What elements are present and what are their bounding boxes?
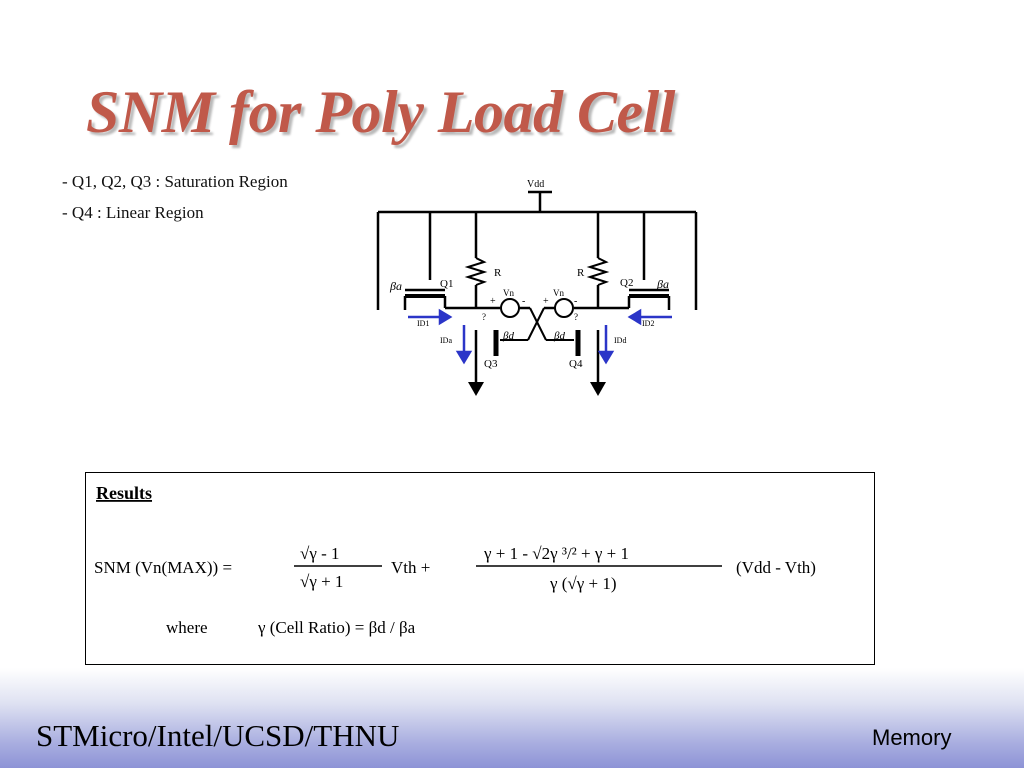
q1-label: Q1 — [440, 278, 453, 290]
ida-right-label: IDd — [614, 336, 626, 345]
minus-left-label: - — [522, 296, 525, 307]
beta-a-left-label: βa — [389, 279, 402, 293]
ida-left-label: IDa — [440, 336, 452, 345]
frac2-denominator: γ (√γ + 1) — [549, 574, 617, 593]
minus-right-label: - — [574, 296, 577, 307]
frac1-numerator: √γ - 1 — [300, 544, 340, 563]
r-left-label: R — [494, 267, 502, 279]
footer-topic: Memory — [872, 725, 952, 750]
plus-left-label: + — [490, 296, 496, 307]
q-left-label: ? — [482, 312, 486, 322]
q2-label: Q2 — [620, 277, 633, 289]
r-right-label: R — [577, 267, 585, 279]
beta-a-right-label: βa — [656, 277, 669, 291]
vn-left-label: Vn — [503, 288, 514, 298]
vdd-vth-term: (Vdd - Vth) — [736, 558, 816, 577]
results-heading: Results — [96, 483, 152, 503]
vth-term: Vth + — [391, 558, 430, 577]
beta-d-right-label: βd — [553, 330, 565, 342]
q4-label: Q4 — [569, 358, 583, 370]
beta-d-left-label: βd — [502, 330, 514, 342]
id2-label: ID2 — [642, 319, 654, 328]
q-right-label: ? — [574, 312, 578, 322]
where-label: where — [166, 618, 208, 637]
id1-label: ID1 — [417, 319, 429, 328]
bullet-saturation: - Q1, Q2, Q3 : Saturation Region — [62, 172, 288, 191]
snm-equation: Results SNM (Vn(MAX)) = √γ - 1 √γ + 1 Vt… — [94, 483, 816, 637]
bullet-linear: - Q4 : Linear Region — [62, 203, 204, 222]
vn-right-label: Vn — [553, 288, 564, 298]
footer-band: STMicro/Intel/UCSD/THNU Memory — [0, 668, 1024, 768]
frac2-numerator: γ + 1 - √2γ ³/² + γ + 1 — [483, 544, 629, 563]
frac1-denominator: √γ + 1 — [300, 572, 343, 591]
footer-affiliations: STMicro/Intel/UCSD/THNU — [36, 718, 400, 753]
bullet-list: - Q1, Q2, Q3 : Saturation Region - Q4 : … — [62, 172, 288, 234]
plus-right-label: + — [543, 296, 549, 307]
vdd-label: Vdd — [527, 179, 544, 190]
snm-lhs: SNM (Vn(MAX)) = — [94, 558, 232, 577]
slide-title: SNM for Poly Load Cell — [86, 79, 675, 145]
q3-label: Q3 — [484, 358, 498, 370]
sram-circuit-diagram: Vdd R R βa βa Q1 Q2 Q3 Q4 βd βd Vn Vn + … — [376, 179, 698, 396]
cell-ratio-definition: γ (Cell Ratio) = βd / βa — [257, 618, 416, 637]
results-box: Results SNM (Vn(MAX)) = √γ - 1 √γ + 1 Vt… — [85, 472, 875, 665]
